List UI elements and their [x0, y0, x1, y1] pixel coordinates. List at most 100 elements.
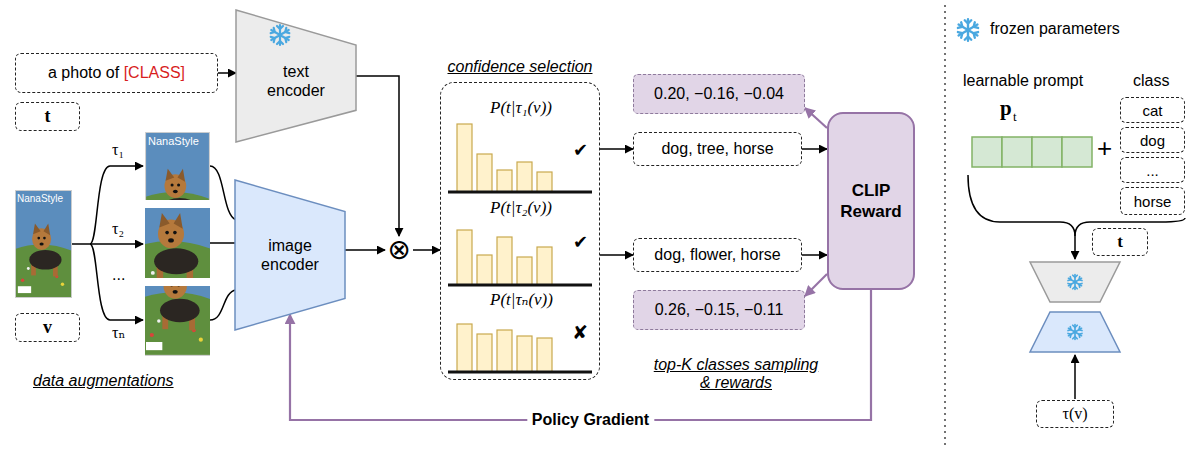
- check-mark: ✔: [573, 232, 588, 253]
- histogram-bar: [477, 154, 492, 192]
- panel-label: learnable prompt: [963, 72, 1083, 90]
- node-text: dog: [1140, 132, 1165, 149]
- histogram-bar: [497, 170, 512, 192]
- node-text: text encoder: [256, 62, 336, 100]
- transform-label: τ₁: [112, 141, 124, 159]
- sampled-classes-box: dog, tree, horse: [633, 132, 802, 166]
- reward-values-box: 0.26, −0.15, −0.11: [633, 290, 805, 330]
- flow-arrow: [802, 148, 827, 150]
- node-label: v: [43, 317, 52, 338]
- input-arrow: [1074, 355, 1076, 399]
- watermark: NanaStyle: [17, 193, 63, 205]
- cross-mark: ✘: [572, 322, 588, 344]
- node-label: t: [45, 106, 51, 127]
- node-text: τ(v): [1062, 405, 1087, 423]
- symbol-box: t: [15, 102, 80, 131]
- node-text: image encoder: [250, 236, 330, 274]
- symbol-box: t: [1092, 228, 1148, 256]
- input-box: τ(v): [1036, 400, 1114, 428]
- prompt-token: [1002, 137, 1032, 167]
- node-text: t: [45, 106, 51, 127]
- prompt-symbol: p: [1000, 96, 1012, 120]
- image-encoder: image encoder: [235, 180, 345, 330]
- node-label: dog: [1140, 132, 1165, 149]
- prompt-token: [1062, 137, 1092, 167]
- node-text: 0.20, −0.16, −0.04: [654, 85, 784, 103]
- node-label: confidence selection: [425, 58, 615, 76]
- class-item: ...: [1120, 157, 1185, 183]
- check-mark: ✔: [573, 140, 588, 161]
- histogram-bar: [477, 334, 492, 372]
- sampled-classes-box: dog, flower, horse: [633, 238, 802, 272]
- augment-wire: [72, 243, 90, 245]
- prompt-token: [1032, 137, 1062, 167]
- node-label: 0.20, −0.16, −0.04: [654, 85, 784, 103]
- watermark: NanaStyle: [148, 135, 199, 148]
- symbol-box: v: [15, 313, 80, 342]
- histogram-axis: [448, 284, 592, 287]
- frozen-snowflake: [268, 23, 292, 47]
- node-text: cat: [1142, 102, 1162, 119]
- flow-arrow: [413, 249, 440, 251]
- node-text: horse: [1134, 193, 1172, 210]
- histogram-bar: [537, 247, 552, 285]
- node-label: cat: [1142, 102, 1162, 119]
- node-label: [CLASS]: [124, 64, 185, 81]
- node-text: t: [1117, 232, 1123, 252]
- node-label: dog, flower, horse: [654, 246, 780, 264]
- column-header: class: [1133, 72, 1169, 90]
- transform-label: τₙ: [112, 324, 125, 342]
- class-item: dog: [1120, 127, 1185, 153]
- encoder-feed: [210, 242, 236, 244]
- reward-values-box: 0.20, −0.16, −0.04: [633, 74, 805, 114]
- probability-formula: P(t|τₙ(v)): [490, 290, 553, 310]
- text-encoder: text encoder: [236, 10, 356, 142]
- histogram-bar: [457, 230, 472, 285]
- histogram-bar: [497, 237, 512, 285]
- class-item: cat: [1120, 97, 1185, 123]
- class-item: horse: [1120, 187, 1185, 215]
- text-encoder-icon: [1030, 262, 1120, 302]
- transform-label: τ₂: [112, 220, 124, 238]
- flow-arrow: [802, 254, 827, 256]
- legend-snowflake: [958, 19, 978, 41]
- node-label: ⊗: [387, 236, 410, 264]
- gradient-arrow: [805, 108, 827, 128]
- input-image: [15, 190, 72, 298]
- node-label: t: [1117, 232, 1123, 252]
- encoder-feed: [210, 290, 236, 320]
- reward-model-box: CLIP Reward: [827, 112, 915, 290]
- histogram-bar: [497, 330, 512, 372]
- merge-bracket: [968, 175, 1075, 236]
- node-label: CLIP Reward: [835, 180, 907, 223]
- augment-arrow: [90, 166, 143, 244]
- node-label: τ(v): [1062, 405, 1087, 423]
- node-text: ⊗: [387, 236, 410, 264]
- flow-arrow: [600, 148, 633, 150]
- node-text: dog, tree, horse: [661, 140, 773, 158]
- augmented-image: [143, 228, 213, 356]
- flow-arrow: [218, 72, 236, 74]
- node-label: dog, tree, horse: [661, 140, 773, 158]
- ellipsis: ...: [112, 266, 125, 284]
- histogram-bar: [517, 162, 532, 192]
- frozen-snowflake: [271, 25, 290, 45]
- legend-label: frozen parameters: [990, 20, 1120, 38]
- node-label: 0.26, −0.15, −0.11: [655, 301, 784, 319]
- node-text: dog, flower, horse: [654, 246, 780, 264]
- node-text: a photo of[CLASS]: [48, 64, 185, 82]
- image-encoder-icon: [1030, 312, 1120, 352]
- prompt-token: [972, 137, 1002, 167]
- node-label: horse: [1134, 193, 1172, 210]
- flow-arrow: [356, 76, 399, 236]
- histogram-axis: [448, 191, 592, 194]
- edge-label: Policy Gradient: [527, 410, 654, 429]
- node-text: confidence selection: [425, 58, 615, 76]
- frozen-snowflake: [1068, 325, 1082, 340]
- encoder-feed: [210, 166, 236, 220]
- histogram-bar: [457, 124, 472, 192]
- input-image: [15, 190, 72, 298]
- section-caption: data augmentations: [33, 372, 174, 390]
- augment-arrow: [90, 243, 143, 245]
